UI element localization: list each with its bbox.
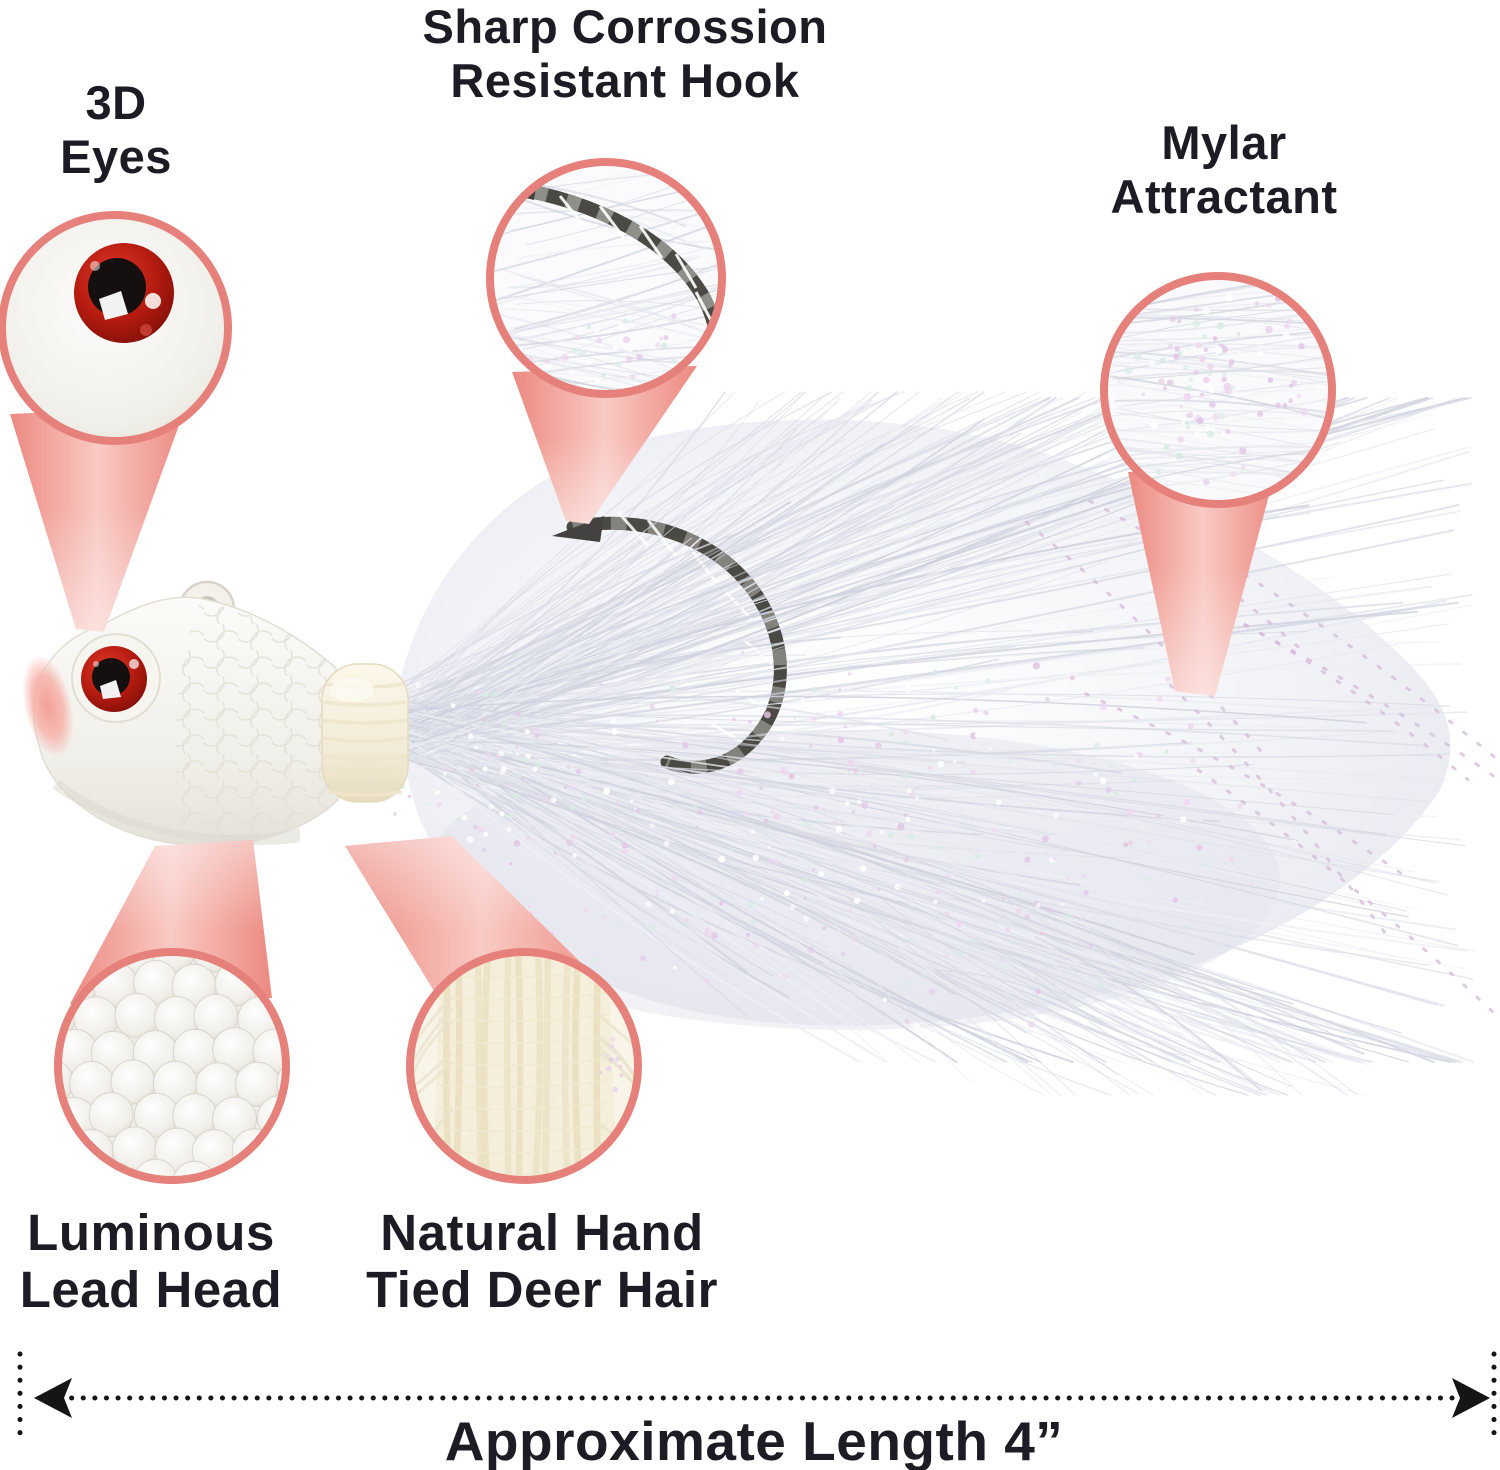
label-line: Sharp Corrossion bbox=[422, 0, 828, 53]
label-line: 3D bbox=[85, 76, 147, 129]
jig-head bbox=[22, 580, 409, 847]
measurement-label: Approximate Length 4” bbox=[444, 1410, 1064, 1470]
callout-label-eyes: 3D Eyes bbox=[0, 76, 232, 184]
callout-circle-lead-head bbox=[54, 948, 290, 1184]
head-scales bbox=[175, 602, 338, 844]
label-line: Attractant bbox=[1110, 170, 1338, 223]
label-line: Tied Deer Hair bbox=[366, 1261, 718, 1318]
label-line: Lead Head bbox=[19, 1261, 283, 1318]
callout-wedge-mylar bbox=[1128, 462, 1278, 696]
callout-label-hook: Sharp Corrossion Resistant Hook bbox=[372, 0, 878, 108]
label-line: Mylar bbox=[1161, 116, 1287, 169]
hook-point bbox=[552, 516, 604, 542]
label-line: Eyes bbox=[60, 130, 172, 183]
label-line: Natural Hand bbox=[380, 1204, 704, 1261]
callout-circle-deer-hair bbox=[406, 948, 642, 1184]
callout-label-mylar: Mylar Attractant bbox=[1024, 116, 1424, 224]
callout-label-lead-head: Luminous Lead Head bbox=[0, 1204, 302, 1318]
callout-wedge-eyes bbox=[10, 406, 186, 632]
arrowhead-right bbox=[1452, 1378, 1490, 1418]
callout-label-deer-hair: Natural Hand Tied Deer Hair bbox=[340, 1204, 744, 1318]
magnified-lead-head bbox=[58, 952, 286, 1180]
label-line: Luminous bbox=[27, 1204, 275, 1261]
mouth bbox=[22, 654, 74, 758]
arrowhead-left bbox=[34, 1378, 72, 1418]
magnified-deer-hair bbox=[410, 952, 638, 1180]
label-line: Resistant Hook bbox=[450, 54, 800, 107]
dimension-figure bbox=[17, 1351, 1497, 1443]
callout-wedge-hook bbox=[512, 366, 697, 524]
